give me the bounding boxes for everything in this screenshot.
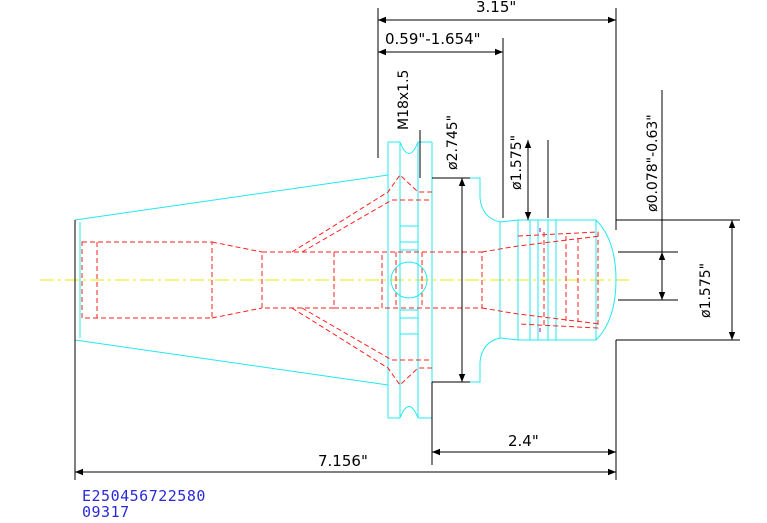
label-gauge-range: 0.59"-1.654" xyxy=(385,30,481,48)
label-flange-dia: ø2.745" xyxy=(445,115,461,170)
cross-hole xyxy=(390,261,428,299)
label-nose-dia: ø1.575" xyxy=(698,263,714,318)
label-projection: 2.4" xyxy=(508,432,539,450)
dimension-lines xyxy=(74,8,740,480)
part-code-line-1: E250456722580 xyxy=(82,487,206,505)
label-overall-length: 3.15" xyxy=(476,0,516,16)
part-code: E250456722580 09317 xyxy=(82,488,206,520)
tool-outline xyxy=(74,141,617,419)
label-thread: M18x1.5 xyxy=(396,70,412,130)
hidden-lines xyxy=(81,174,601,386)
label-bore-range: ø0.078"-0.63" xyxy=(645,114,661,212)
label-body-dia: ø1.575" xyxy=(509,135,525,190)
label-total-length: 7.156" xyxy=(318,452,368,470)
part-code-line-2: 09317 xyxy=(82,503,130,521)
